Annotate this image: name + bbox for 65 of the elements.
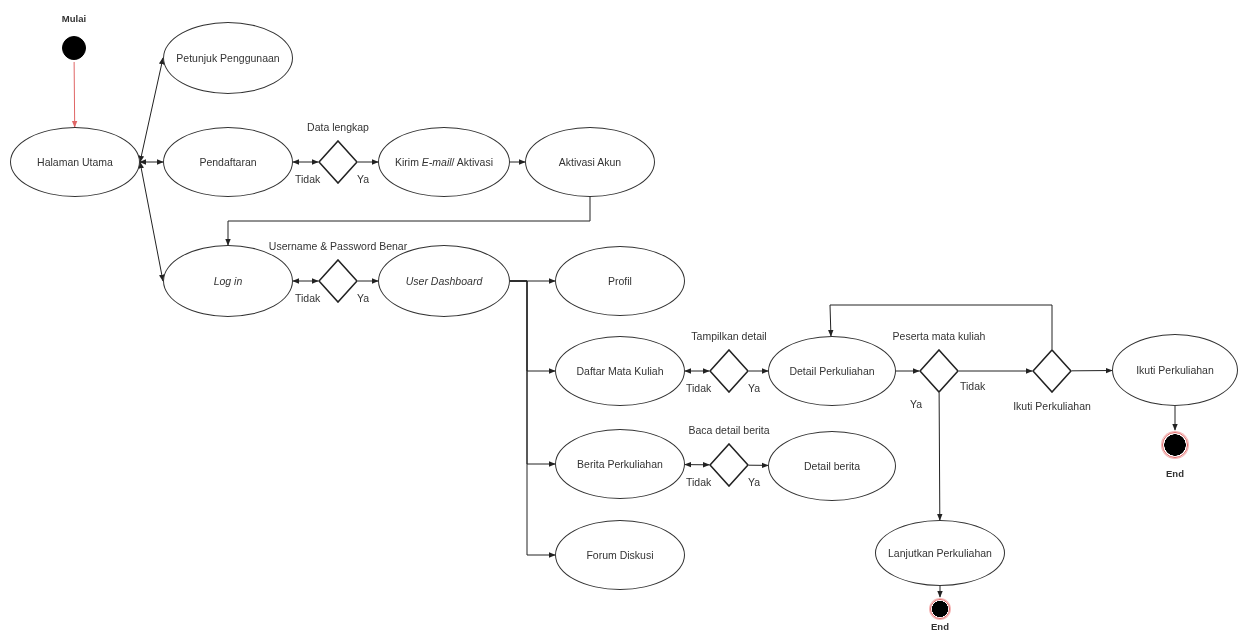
node-caption: Mulai [61, 14, 87, 24]
activity-label: Ikuti Perkuliahan [1135, 363, 1215, 377]
arrow [509, 159, 526, 165]
arrow [895, 368, 920, 374]
arrow [292, 159, 319, 165]
activity-label: Aktivasi Akun [557, 155, 623, 169]
activity-label: Kirim E-mail/ Aktivasi [393, 155, 494, 169]
arrow [684, 368, 710, 374]
activity-label: Lanjutkan Perkuliahan [887, 546, 993, 560]
arrow [139, 159, 164, 165]
arrow [937, 585, 943, 598]
arrow [357, 278, 379, 284]
arrow [138, 57, 165, 163]
arrow [509, 280, 556, 558]
arrow [225, 196, 591, 246]
edge-label: Ya [747, 383, 762, 394]
decision-diamond [318, 259, 358, 303]
edge-label: Tidak [685, 383, 713, 394]
activity-label: Pendaftaran [198, 155, 258, 169]
activity-label: Profil [607, 274, 633, 288]
arrow [937, 392, 943, 521]
arrow [748, 368, 769, 374]
arrow [138, 161, 165, 282]
edge-label: Ya [356, 293, 371, 304]
decision-caption: Peserta mata kuliah [892, 331, 986, 342]
end-node [1162, 432, 1188, 458]
activity-label: Forum Diskusi [585, 548, 655, 562]
decision-caption: Tampilkan detail [691, 331, 767, 342]
activity-label: Detail Perkuliahan [788, 364, 876, 378]
decision-caption: Baca detail berita [688, 425, 770, 436]
decision-diamond [318, 140, 358, 184]
decision-caption: Username & Password Benar [268, 241, 408, 252]
edge-label: Tidak [294, 174, 322, 185]
decision-diamond [709, 443, 749, 487]
decision-caption: Data lengkap [307, 122, 369, 133]
edge-label: Ya [747, 477, 762, 488]
activity-label: Berita Perkuliahan [576, 457, 664, 471]
decision-diamond [1032, 349, 1072, 393]
arrow [748, 462, 769, 469]
arrow [292, 278, 319, 284]
activity-label: Log in [212, 274, 244, 288]
start-node [62, 36, 86, 60]
edge-label: Ya [909, 399, 924, 410]
decision-caption: Ikuti Perkuliahan [1013, 401, 1091, 412]
end-node [930, 599, 950, 619]
arrow [71, 61, 78, 128]
arrow [958, 368, 1033, 374]
arrow [1172, 405, 1178, 431]
activity-label: Petunjuk Penggunaan [175, 51, 281, 65]
edge-label: Ya [356, 174, 371, 185]
node-caption: End [1166, 469, 1184, 479]
edge-label: Tidak [959, 381, 987, 392]
edge-label: Tidak [685, 477, 713, 488]
edge-label: Tidak [294, 293, 322, 304]
activity-label: Daftar Mata Kuliah [575, 364, 665, 378]
arrow [684, 461, 710, 468]
decision-diamond [919, 349, 959, 393]
activity-label: Halaman Utama [36, 155, 114, 169]
activity-label: User Dashboard [404, 274, 484, 288]
arrow [357, 159, 379, 165]
arrow [1071, 367, 1113, 374]
activity-label: Detail berita [803, 459, 861, 473]
decision-diamond [709, 349, 749, 393]
arrow [827, 304, 1053, 350]
node-caption: End [931, 622, 949, 632]
